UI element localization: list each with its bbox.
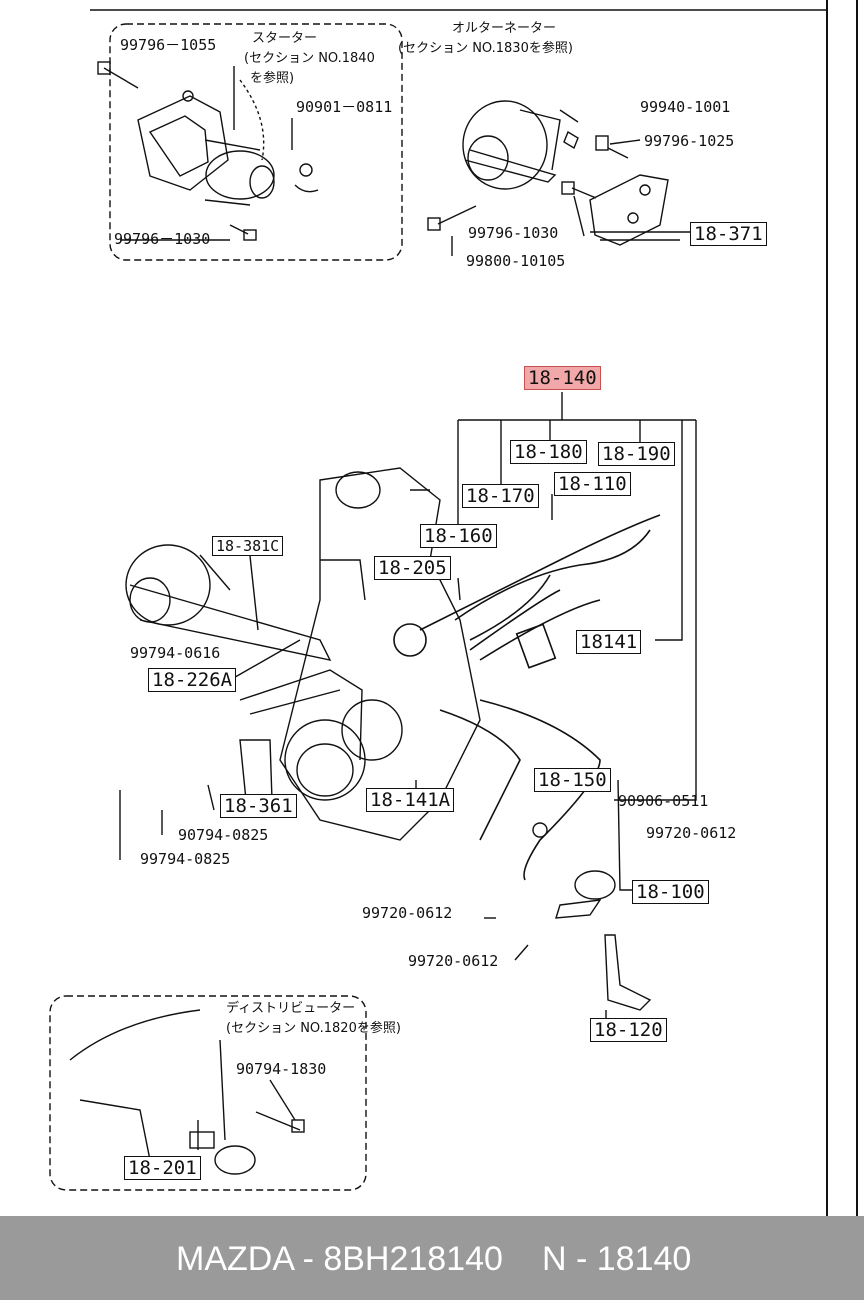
footer-section-number: N - 18140 — [542, 1240, 692, 1278]
distributor-sketch — [69, 1009, 305, 1175]
crank-pulley-sketch — [239, 669, 403, 801]
alternator-title: オルターネーター — [452, 21, 557, 36]
starter-inset-box — [109, 23, 403, 261]
part-number[interactable]: 99794-0616 — [130, 644, 221, 662]
spark-plug-wires — [393, 514, 661, 881]
part-number[interactable]: 99794-0825 — [140, 850, 231, 868]
ref-18-180[interactable]: 18-180 — [510, 440, 587, 464]
starter-title: スターター — [252, 31, 318, 46]
diagram-drawing — [49, 9, 826, 1191]
ref-18141[interactable]: 18141 — [576, 630, 642, 654]
ref-18-110[interactable]: 18-110 — [554, 472, 631, 496]
part-number[interactable]: 90794-1830 — [236, 1060, 327, 1078]
ref-18-120[interactable]: 18-120 — [590, 1018, 667, 1042]
alternator-note: (セクション NO.1830を参照) — [398, 41, 573, 56]
starter-motor-sketch — [97, 61, 319, 241]
footer-brand-part: MAZDA - 8BH218140 — [176, 1240, 503, 1278]
page-edge-line — [826, 0, 828, 1216]
distributor-note: (セクション NO.1820を参照) — [226, 1021, 401, 1036]
part-number[interactable]: 99796-1030 — [468, 224, 559, 242]
ref-18-361[interactable]: 18-361 — [220, 794, 297, 818]
part-number[interactable]: 90901－0811 — [296, 98, 393, 116]
part-number[interactable]: 99720-0612 — [362, 904, 453, 922]
part-number[interactable]: 99720-0612 — [408, 952, 499, 970]
part-number[interactable]: 99940-1001 — [640, 98, 731, 116]
footer-bar: MAZDA - 8BH218140 N - 18140 — [0, 1216, 864, 1300]
page-edge-line — [856, 0, 858, 1216]
ref-18-205[interactable]: 18-205 — [374, 556, 451, 580]
parts-diagram: スターター (セクション NO.1840 を参照) 99796－1055 909… — [49, 0, 858, 1216]
ref-18-371[interactable]: 18-371 — [690, 222, 767, 246]
starter-note: (セクション NO.1840 — [244, 51, 375, 66]
ref-18-170[interactable]: 18-170 — [462, 484, 539, 508]
ref-18-381c[interactable]: 18-381C — [212, 536, 284, 556]
ref-18-150[interactable]: 18-150 — [534, 768, 611, 792]
distributor-title: ディストリビューター — [226, 1001, 356, 1016]
alternator-sketch — [427, 100, 690, 246]
ref-18-201[interactable]: 18-201 — [124, 1156, 201, 1180]
part-number[interactable]: 99796－1055 — [120, 36, 217, 54]
ref-18-190[interactable]: 18-190 — [598, 442, 675, 466]
ignition-coil-sketch — [532, 822, 652, 1011]
part-number[interactable]: 90906-0511 — [618, 792, 709, 810]
part-number[interactable]: 99720-0612 — [646, 824, 737, 842]
ref-18-160[interactable]: 18-160 — [420, 524, 497, 548]
part-number[interactable]: 90794-0825 — [178, 826, 269, 844]
distributor-inset-box — [49, 995, 367, 1191]
leader-lines — [119, 66, 697, 1150]
part-number[interactable]: 99796-1025 — [644, 132, 735, 150]
starter-note-2: を参照) — [250, 71, 295, 86]
part-number[interactable]: 99796－1030 — [114, 230, 211, 248]
ref-18-140-highlighted[interactable]: 18-140 — [524, 366, 601, 390]
part-number[interactable]: 99800-10105 — [466, 252, 566, 270]
bracket-18-361 — [239, 739, 273, 801]
ref-18-141a[interactable]: 18-141A — [366, 788, 455, 812]
alternator-belt-sketch — [125, 544, 332, 661]
ref-18-226a[interactable]: 18-226A — [148, 668, 237, 692]
ref-18-100[interactable]: 18-100 — [632, 880, 709, 904]
